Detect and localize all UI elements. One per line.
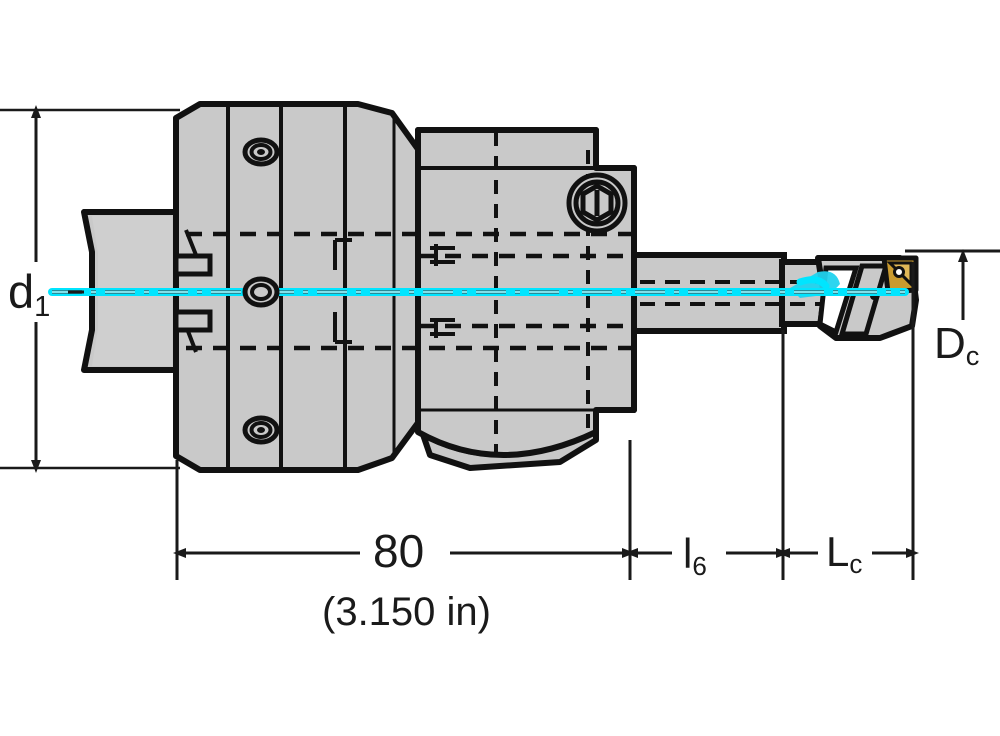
d1-main-text: d xyxy=(8,265,35,318)
clamp-screw-center xyxy=(242,276,280,308)
insert-screw-hole xyxy=(893,266,905,278)
clamp-screw-top xyxy=(242,137,280,167)
Dc-main-text: D xyxy=(934,319,966,368)
len80-inches-text: (3.150 in) xyxy=(322,590,491,634)
Lc-main-text: L xyxy=(826,528,850,575)
dimension-l6 xyxy=(625,330,789,580)
clamp-screw-bottom xyxy=(242,415,280,445)
Dc-sub-text: c xyxy=(965,340,980,372)
hex-socket-screw xyxy=(566,172,628,234)
hidden-lines xyxy=(186,231,634,351)
dimension-Dc xyxy=(905,249,1000,320)
dimension-label-d1: d1 xyxy=(8,265,50,321)
dimension-label-80: 80 xyxy=(373,528,424,574)
Lc-sub-text: c xyxy=(849,548,863,579)
dimension-d1 xyxy=(0,105,180,473)
flange-body xyxy=(173,101,423,473)
d1-sub-text: 1 xyxy=(34,290,51,323)
dimension-80 xyxy=(173,440,635,580)
dimension-Lc xyxy=(777,262,919,580)
l6-sub-text: 6 xyxy=(692,550,707,581)
cutting-insert xyxy=(881,255,919,295)
dimension-label-80-inches: (3.150 in) xyxy=(322,592,491,632)
len80-text: 80 xyxy=(373,525,425,577)
dimension-label-Dc: Dc xyxy=(934,319,979,370)
dimension-label-l6: l6 xyxy=(683,530,707,579)
l6-main-text: l xyxy=(683,530,693,577)
shank-groove-detail xyxy=(173,253,213,333)
internal-detail-ticks xyxy=(184,229,455,353)
dimension-label-Lc: Lc xyxy=(826,528,862,577)
